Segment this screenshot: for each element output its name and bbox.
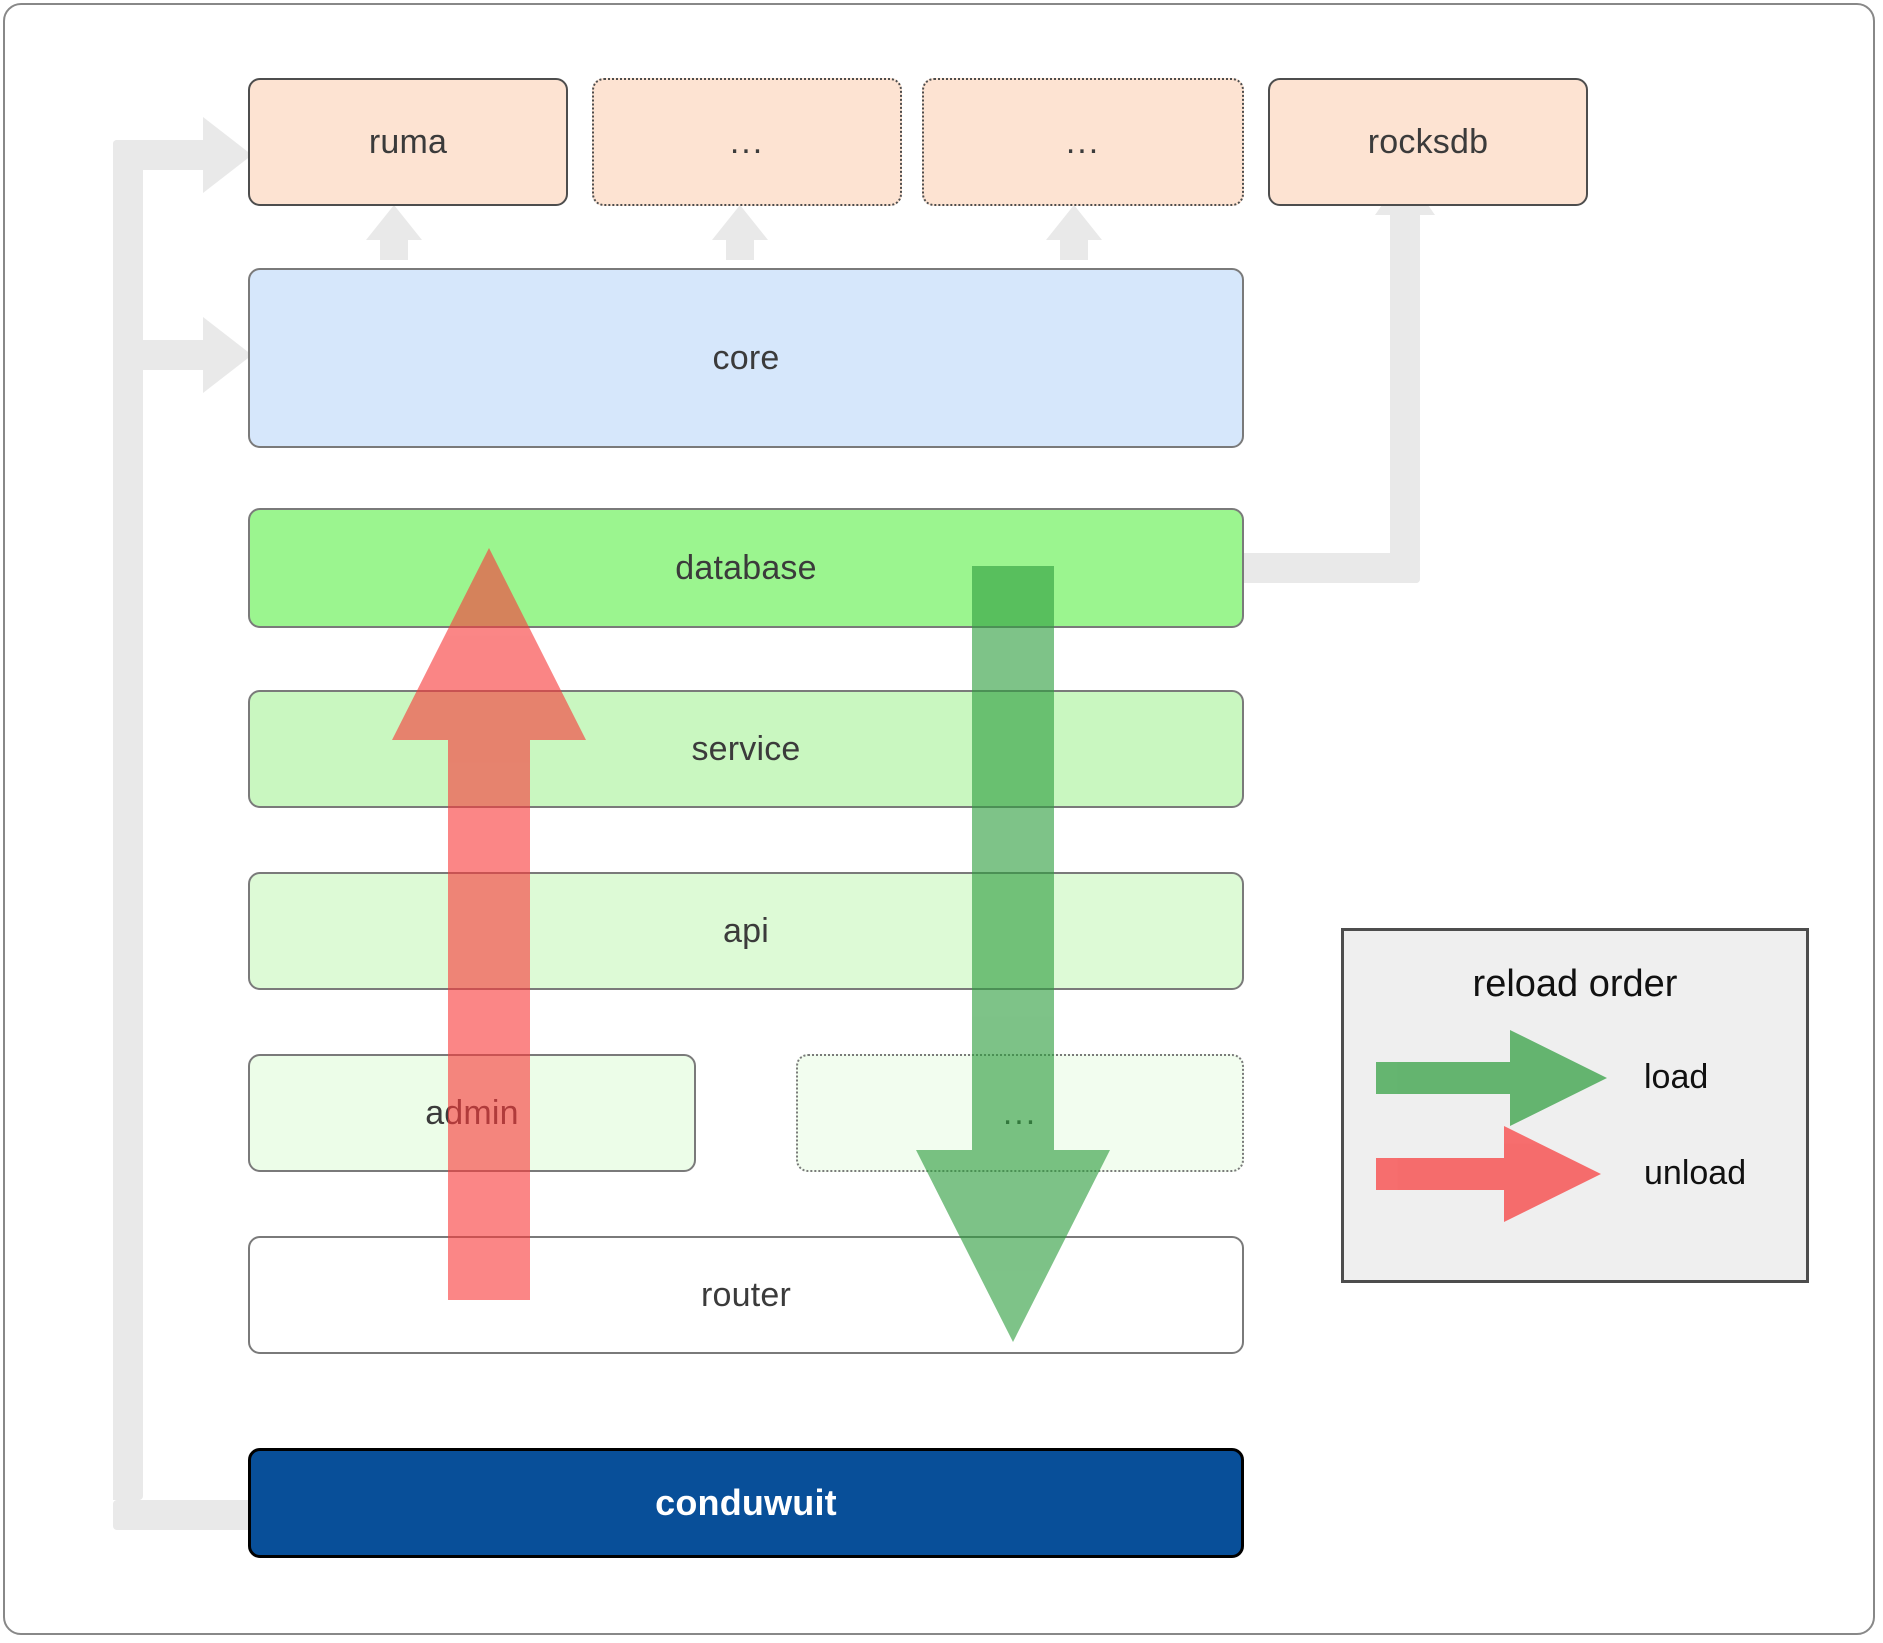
node-label: ... [729,122,765,161]
node-label: admin [425,1093,519,1132]
node-database[interactable]: database [248,508,1244,628]
legend: reload order load unload [1341,928,1809,1283]
node-core[interactable]: core [248,268,1244,448]
node-layer-ellipsis[interactable]: ... [796,1054,1244,1172]
node-label: ... [1065,122,1101,161]
diagram-frame [3,3,1875,1635]
legend-unload-arrow [1376,1126,1601,1222]
node-top-ellipsis-1[interactable]: ... [592,78,902,206]
legend-load-arrow [1376,1030,1607,1126]
legend-label-unload: unload [1644,1154,1747,1192]
legend-title: reload order [1472,963,1678,1005]
node-conduwuit[interactable]: conduwuit [248,1448,1244,1558]
node-top-ellipsis-2[interactable]: ... [922,78,1244,206]
legend-label-load: load [1644,1058,1709,1096]
node-label: ruma [368,122,448,161]
node-service[interactable]: service [248,690,1244,808]
legend-arrows [1376,1030,1607,1222]
node-api[interactable]: api [248,872,1244,990]
node-admin[interactable]: admin [248,1054,696,1172]
node-label: ... [1002,1093,1038,1132]
node-label: database [675,548,817,587]
node-label: core [712,338,780,377]
node-label: conduwuit [655,1482,837,1523]
node-label: api [723,911,769,950]
node-ruma[interactable]: ruma [248,78,568,206]
node-label: service [691,729,801,768]
node-label: rocksdb [1367,122,1489,161]
node-label: router [700,1275,792,1314]
node-rocksdb[interactable]: rocksdb [1268,78,1588,206]
node-router[interactable]: router [248,1236,1244,1354]
